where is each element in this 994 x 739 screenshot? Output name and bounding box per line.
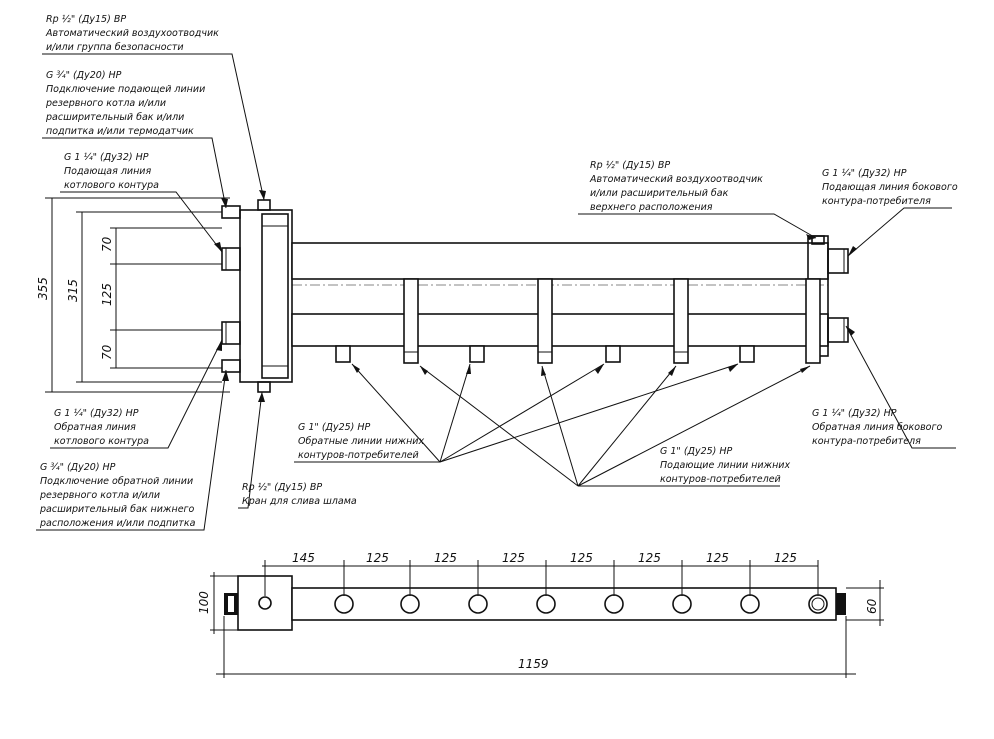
air-vent-port-right bbox=[811, 235, 825, 245]
callout-line: резервного котла и/или bbox=[39, 490, 160, 501]
callout-return-boiler-g34: G ¾" (Ду20) НР Подключение обратной лини… bbox=[36, 369, 227, 531]
callout-line: G 1 ¼" (Ду32) НР bbox=[812, 408, 897, 419]
dim-pitch: 125 bbox=[434, 551, 457, 565]
callout-line: G 1 ¼" (Ду32) НР bbox=[822, 168, 907, 179]
callout-line: контура-потребителя bbox=[812, 436, 921, 447]
callout-line: Кран для слива шлама bbox=[242, 496, 357, 507]
callout-air-vent-left-line1: Rp ½" (Ду15) ВР bbox=[46, 14, 126, 25]
callout-line: G ¾" (Ду20) НР bbox=[46, 70, 122, 81]
supply-riser bbox=[403, 278, 419, 364]
callout-line: котлового контура bbox=[54, 436, 149, 447]
dim-pitch: 125 bbox=[502, 551, 525, 565]
plan-manifold bbox=[291, 587, 837, 621]
dim-pitch: 125 bbox=[366, 551, 389, 565]
supply-risers bbox=[403, 278, 821, 364]
nozzle-return-boiler bbox=[221, 321, 241, 345]
supply-riser bbox=[805, 278, 821, 364]
drain-port bbox=[257, 381, 271, 393]
callout-drain: Rp ½" (Ду15) ВР Кран для слива шлама bbox=[238, 391, 357, 509]
return-nozzle bbox=[469, 345, 485, 363]
callout-supply-side: G 1 ¼" (Ду32) НР Подающая линия бокового… bbox=[822, 168, 958, 257]
separator-body bbox=[239, 209, 293, 383]
callout-line: контуров-потребителей bbox=[660, 474, 781, 485]
callout-line: Автоматический воздухоотводчик bbox=[589, 174, 763, 185]
callout-line: Rp ½" (Ду15) ВР bbox=[590, 160, 670, 171]
separator-inner bbox=[261, 213, 289, 379]
front-view bbox=[221, 199, 849, 393]
dim-inner-height: 315 bbox=[66, 279, 80, 302]
callout-line: Подключение обратной линии bbox=[40, 476, 193, 487]
dim-bottom-spacing: 70 bbox=[100, 344, 114, 360]
front-dimensions: 355 315 70 125 70 bbox=[36, 197, 230, 393]
callout-line: Подающая линия bbox=[64, 166, 151, 177]
callout-line: контура-потребителя bbox=[822, 196, 931, 207]
callout-line: Обратная линия bbox=[54, 422, 136, 433]
dim-middle-spacing: 125 bbox=[100, 283, 114, 306]
dim-pitch: 125 bbox=[774, 551, 797, 565]
air-vent-port-left bbox=[257, 199, 271, 211]
dim-plan-height: 100 bbox=[197, 591, 211, 614]
callout-line: Подключение подающей линии bbox=[46, 84, 205, 95]
callouts: Rp ½" (Ду15) ВР Автоматический воздухоот… bbox=[36, 14, 958, 531]
arrowheads bbox=[214, 190, 857, 402]
return-manifold bbox=[291, 313, 829, 347]
callout-air-vent-left-line2: Автоматический воздухоотводчик bbox=[45, 28, 219, 39]
callout-line: резервного котла и/или bbox=[45, 98, 166, 109]
return-nozzle bbox=[605, 345, 621, 363]
callout-line: Обратная линия бокового bbox=[812, 422, 942, 433]
callout-supply-boiler-main: G 1 ¼" (Ду32) НР Подающая линия котловог… bbox=[60, 152, 223, 253]
callout-line: котлового контура bbox=[64, 180, 159, 191]
callout-line: расширительный бак нижнего bbox=[39, 504, 195, 515]
callout-supply-boiler-g34: G ¾" (Ду20) НР Подключение подающей лини… bbox=[42, 70, 227, 209]
plan-drain-port bbox=[258, 596, 272, 610]
plan-right-cap bbox=[836, 593, 846, 615]
dim-first-offset: 145 bbox=[292, 551, 315, 565]
plan-view bbox=[224, 575, 846, 631]
nozzle-g34-supply bbox=[221, 205, 241, 219]
dim-pitch: 125 bbox=[706, 551, 729, 565]
plan-dimensions: 145 125 125 125 125 125 125 125 100 60 1… bbox=[197, 551, 884, 678]
nozzle-supply-side bbox=[827, 248, 849, 274]
callout-air-vent-left-line3: и/или группа безопасности bbox=[46, 42, 184, 53]
return-nozzles bbox=[335, 345, 755, 363]
callout-line: G 1" (Ду25) НР bbox=[660, 446, 733, 457]
callout-line: G 1 ¼" (Ду32) НР bbox=[54, 408, 139, 419]
callout-line: Обратные линии нижних bbox=[298, 436, 424, 447]
callout-line: расширительный бак и/или bbox=[45, 112, 184, 123]
return-nozzle bbox=[335, 345, 351, 363]
callout-line: контуров-потребителей bbox=[298, 450, 419, 461]
dim-top-spacing: 70 bbox=[100, 236, 114, 252]
supply-riser bbox=[673, 278, 689, 364]
supply-riser bbox=[537, 278, 553, 364]
nozzle-supply-boiler bbox=[221, 247, 241, 271]
supply-manifold bbox=[291, 242, 829, 280]
nozzle-g34-return bbox=[221, 359, 241, 373]
callout-line: G 1 ¼" (Ду32) НР bbox=[64, 152, 149, 163]
callout-return-lower: G 1" (Ду25) НР Обратные линии нижних кон… bbox=[294, 363, 739, 463]
dim-total-length: 1159 bbox=[518, 657, 549, 671]
callout-line: Подающие линии нижних bbox=[660, 460, 790, 471]
callout-line: расположения и/или подпитка bbox=[39, 518, 196, 529]
callout-air-vent-right: Rp ½" (Ду15) ВР Автоматический воздухоот… bbox=[578, 160, 817, 239]
dim-pitch: 125 bbox=[570, 551, 593, 565]
callout-line: Подающая линия бокового bbox=[822, 182, 958, 193]
callout-air-vent-left: Rp ½" (Ду15) ВР Автоматический воздухоот… bbox=[42, 14, 265, 201]
dim-plan-depth: 60 bbox=[865, 598, 879, 614]
callout-line: G ¾" (Ду20) НР bbox=[40, 462, 116, 473]
callout-return-side: G 1 ¼" (Ду32) НР Обратная линия бокового… bbox=[812, 325, 956, 449]
nozzle-return-side bbox=[827, 317, 849, 343]
dim-total-height: 355 bbox=[36, 277, 50, 300]
return-nozzle bbox=[739, 345, 755, 363]
callout-line: Rp ½" (Ду15) ВР bbox=[242, 482, 322, 493]
callout-supply-lower: G 1" (Ду25) НР Подающие линии нижних кон… bbox=[419, 365, 811, 487]
callout-line: верхнего расположения bbox=[590, 202, 713, 213]
callout-line: и/или расширительный бак bbox=[590, 188, 729, 199]
callout-line: G 1" (Ду25) НР bbox=[298, 422, 371, 433]
callout-line: подпитка и/или термодатчик bbox=[46, 126, 194, 137]
dim-pitch: 125 bbox=[638, 551, 661, 565]
callout-return-boiler-main: G 1 ¼" (Ду32) НР Обратная линия котловог… bbox=[50, 339, 223, 449]
